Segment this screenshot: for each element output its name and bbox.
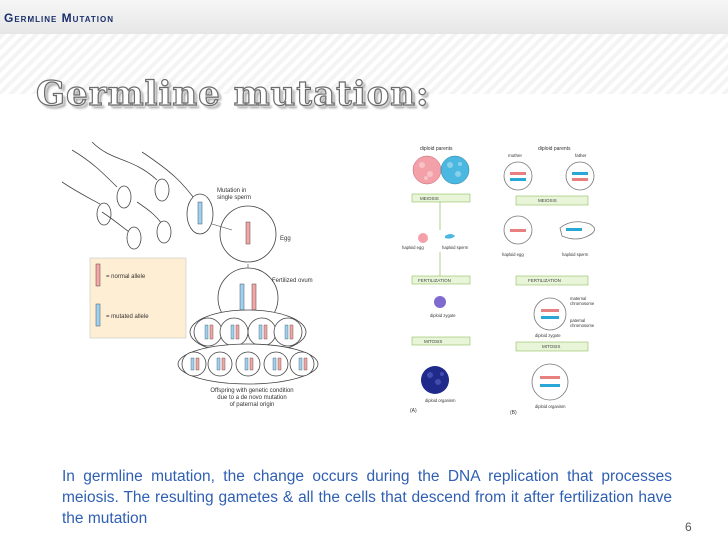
svg-text:diploid zygote: diploid zygote	[430, 313, 456, 318]
father-cell	[565, 161, 595, 191]
svg-text:MEIOSIS: MEIOSIS	[420, 196, 439, 201]
allele-legend	[89, 257, 187, 339]
svg-text:Mutation in: Mutation in	[217, 188, 246, 194]
germline-mutation-diagram: Mutation in single sperm Egg Fertilized …	[61, 141, 362, 412]
svg-text:diploid organism: diploid organism	[535, 404, 566, 409]
svg-text:haploid sperm: haploid sperm	[442, 245, 469, 250]
svg-text:chromosome: chromosome	[570, 323, 595, 328]
svg-text:maternal: maternal	[570, 296, 586, 301]
svg-text:diploid parents: diploid parents	[538, 146, 571, 152]
meiosis-diagram-svg: diploid parents MEIOSIS haploid egg hapl…	[402, 146, 595, 416]
sperm-cell	[154, 178, 170, 202]
svg-text:(B): (B)	[510, 410, 517, 416]
svg-text:of paternal origin: of paternal origin	[230, 402, 275, 408]
svg-text:FERTILIZATION: FERTILIZATION	[528, 278, 561, 283]
svg-text:diploid organism: diploid organism	[425, 398, 456, 403]
svg-text:paternal: paternal	[570, 318, 585, 323]
svg-text:Egg: Egg	[280, 236, 291, 242]
svg-text:chromosome: chromosome	[570, 301, 595, 306]
svg-text:Offspring with genetic conditi: Offspring with genetic condition	[210, 388, 293, 394]
sperm-cell	[126, 226, 142, 250]
svg-text:haploid egg: haploid egg	[502, 252, 524, 257]
svg-text:due to a de novo mutation: due to a de novo mutation	[217, 395, 286, 401]
svg-text:haploid sperm: haploid sperm	[562, 252, 589, 257]
sperm-cell	[156, 220, 172, 244]
svg-text:diploid zygote: diploid zygote	[535, 333, 561, 338]
diploid-organism-a	[421, 366, 449, 394]
diploid-zygote-b	[533, 297, 567, 331]
svg-text:haploid egg: haploid egg	[402, 245, 424, 250]
svg-text:(A): (A)	[410, 408, 417, 414]
svg-text:mother: mother	[508, 153, 523, 158]
meiosis-fertilization-diagram: diploid parents MEIOSIS haploid egg hapl…	[390, 132, 635, 422]
mother-cell	[503, 161, 533, 191]
germline-diagram-svg: Mutation in single sperm Egg Fertilized …	[61, 141, 319, 408]
svg-text:diploid parents: diploid parents	[420, 146, 453, 152]
svg-text:father: father	[575, 153, 587, 158]
mutated-allele-swatch	[95, 303, 101, 327]
svg-text:MITOSIS: MITOSIS	[424, 339, 442, 344]
header-title: Germline Mutation	[4, 11, 115, 25]
slide-title: Germline mutation:	[35, 73, 430, 114]
svg-text:MEIOSIS: MEIOSIS	[538, 198, 557, 203]
page-number: 6	[685, 520, 692, 534]
normal-allele-swatch	[95, 263, 101, 287]
svg-text:Fertilized ovum: Fertilized ovum	[272, 278, 313, 284]
maternal-diploid-cell	[412, 155, 442, 185]
svg-text:= mutated allele: = mutated allele	[106, 314, 149, 320]
sperm-cell	[116, 185, 132, 209]
slide-body-text: In germline mutation, the change occurs …	[62, 468, 672, 527]
svg-text:MITOSIS: MITOSIS	[542, 344, 560, 349]
paternal-diploid-cell	[440, 155, 470, 185]
header-bar: Germline Mutation	[0, 0, 728, 34]
svg-text:single sperm: single sperm	[217, 195, 251, 201]
svg-text:= normal allele: = normal allele	[106, 274, 146, 280]
diploid-organism-b	[531, 363, 569, 401]
svg-text:FERTILIZATION: FERTILIZATION	[418, 278, 451, 283]
sperm-cell	[96, 202, 112, 226]
title-background-stripes	[0, 34, 728, 94]
